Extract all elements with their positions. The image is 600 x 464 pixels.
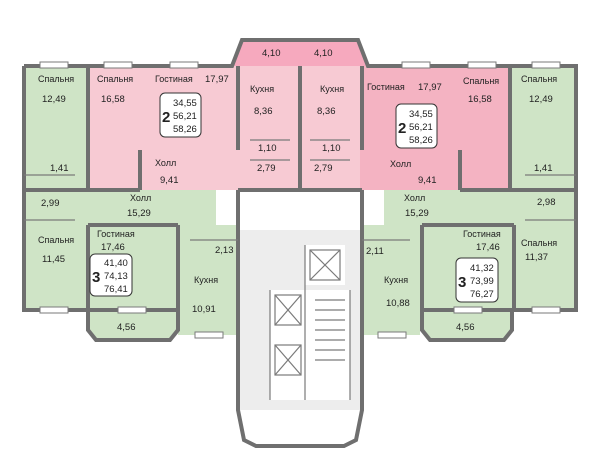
- room-name: Гостиная: [97, 229, 135, 239]
- room-name: Гостиная: [463, 229, 501, 239]
- bath-area: 2,79: [314, 163, 333, 174]
- bath-area: 2,99: [41, 198, 60, 209]
- balcony-area: 4,10: [262, 48, 281, 59]
- wc-area: 1,41: [534, 163, 553, 174]
- room-name: Спальня: [38, 235, 74, 245]
- apartment-balcony-area: 58,26: [173, 124, 197, 135]
- room-area: 8,36: [317, 106, 336, 117]
- room-name: Спальня: [463, 76, 499, 86]
- room-area: 9,41: [160, 175, 179, 186]
- bath-area: 2,79: [257, 163, 276, 174]
- balcony-area: 4,56: [117, 322, 136, 333]
- room-area: 15,29: [405, 208, 429, 219]
- apartment-balcony-area: 76,41: [104, 284, 128, 295]
- room-area: 12,49: [42, 94, 66, 105]
- room-area: 17,97: [205, 74, 229, 85]
- room-name: Спальня: [521, 74, 557, 84]
- room-area: 8,36: [254, 106, 273, 117]
- room-name: Спальня: [521, 238, 557, 248]
- balcony-area: 4,10: [314, 48, 333, 59]
- room-name: Кухня: [320, 84, 344, 94]
- apartment-summary-pink-left: 2 34,55 56,21 58,26: [159, 92, 202, 138]
- room-name: Спальня: [38, 74, 74, 84]
- closet-area: 2,13: [215, 245, 234, 256]
- room-area: 11,37: [525, 252, 548, 263]
- room-area: 16,58: [101, 94, 125, 105]
- apartment-total-area: 74,13: [104, 271, 128, 282]
- apartment-pink-left: [88, 66, 300, 190]
- room-area: 17,97: [418, 82, 442, 93]
- apartment-summary-green-right: 3 41,32 73,99 76,27: [455, 257, 499, 303]
- room-name: Гостиная: [155, 74, 193, 84]
- room-area: 10,88: [386, 298, 410, 309]
- bath-area: 2,98: [537, 197, 556, 208]
- apartment-summary-green-left: 3 41,40 74,13 76,41: [89, 253, 133, 297]
- closet-area: 2,11: [366, 246, 384, 257]
- apartment-summary-pink-right: 2 34,55 56,21 58,26: [395, 103, 438, 149]
- room-name: Кухня: [250, 84, 274, 94]
- apartment-total-area: 56,21: [409, 122, 433, 133]
- wc-area: 1,41: [50, 163, 69, 174]
- room-area: 12,49: [529, 94, 553, 105]
- apartment-total-area: 56,21: [173, 111, 197, 122]
- apartment-rooms-count: 3: [458, 274, 466, 291]
- apartment-living-area: 34,55: [173, 98, 197, 109]
- room-name: Кухня: [384, 275, 408, 285]
- apartment-living-area: 41,32: [470, 263, 494, 274]
- apartment-rooms-count: 2: [162, 109, 170, 126]
- room-area: 15,29: [127, 208, 151, 219]
- wc-area: 1,10: [322, 143, 341, 154]
- stair-core: [240, 190, 360, 446]
- apartment-balcony-area: 76,27: [470, 289, 494, 300]
- windows: [39, 61, 561, 339]
- apartment-rooms-count: 3: [92, 269, 100, 286]
- apartment-living-area: 41,40: [104, 258, 128, 269]
- room-name: Холл: [155, 158, 176, 168]
- apartment-rooms-count: 2: [398, 120, 406, 137]
- walls: [22, 38, 578, 448]
- apartment-balcony-area: 58,26: [409, 135, 433, 146]
- room-name: Спальня: [97, 74, 133, 84]
- apartment-total-area: 73,99: [470, 276, 494, 287]
- balcony-area: 4,56: [456, 322, 475, 333]
- apartment-living-area: 34,55: [409, 109, 433, 120]
- room-name: Гостиная: [367, 82, 405, 92]
- room-area: 17,46: [476, 242, 500, 253]
- wc-area: 1,10: [258, 143, 277, 154]
- balcony-top-pink: [232, 40, 368, 66]
- room-area: 9,41: [418, 175, 437, 186]
- room-name: Холл: [130, 193, 151, 203]
- room-name: Кухня: [194, 275, 218, 285]
- room-name: Холл: [390, 159, 411, 169]
- room-area: 11,45: [42, 254, 65, 265]
- room-area: 10,91: [192, 304, 216, 315]
- room-area: 17,46: [101, 242, 125, 253]
- room-area: 16,58: [468, 94, 492, 105]
- room-name: Холл: [404, 193, 425, 203]
